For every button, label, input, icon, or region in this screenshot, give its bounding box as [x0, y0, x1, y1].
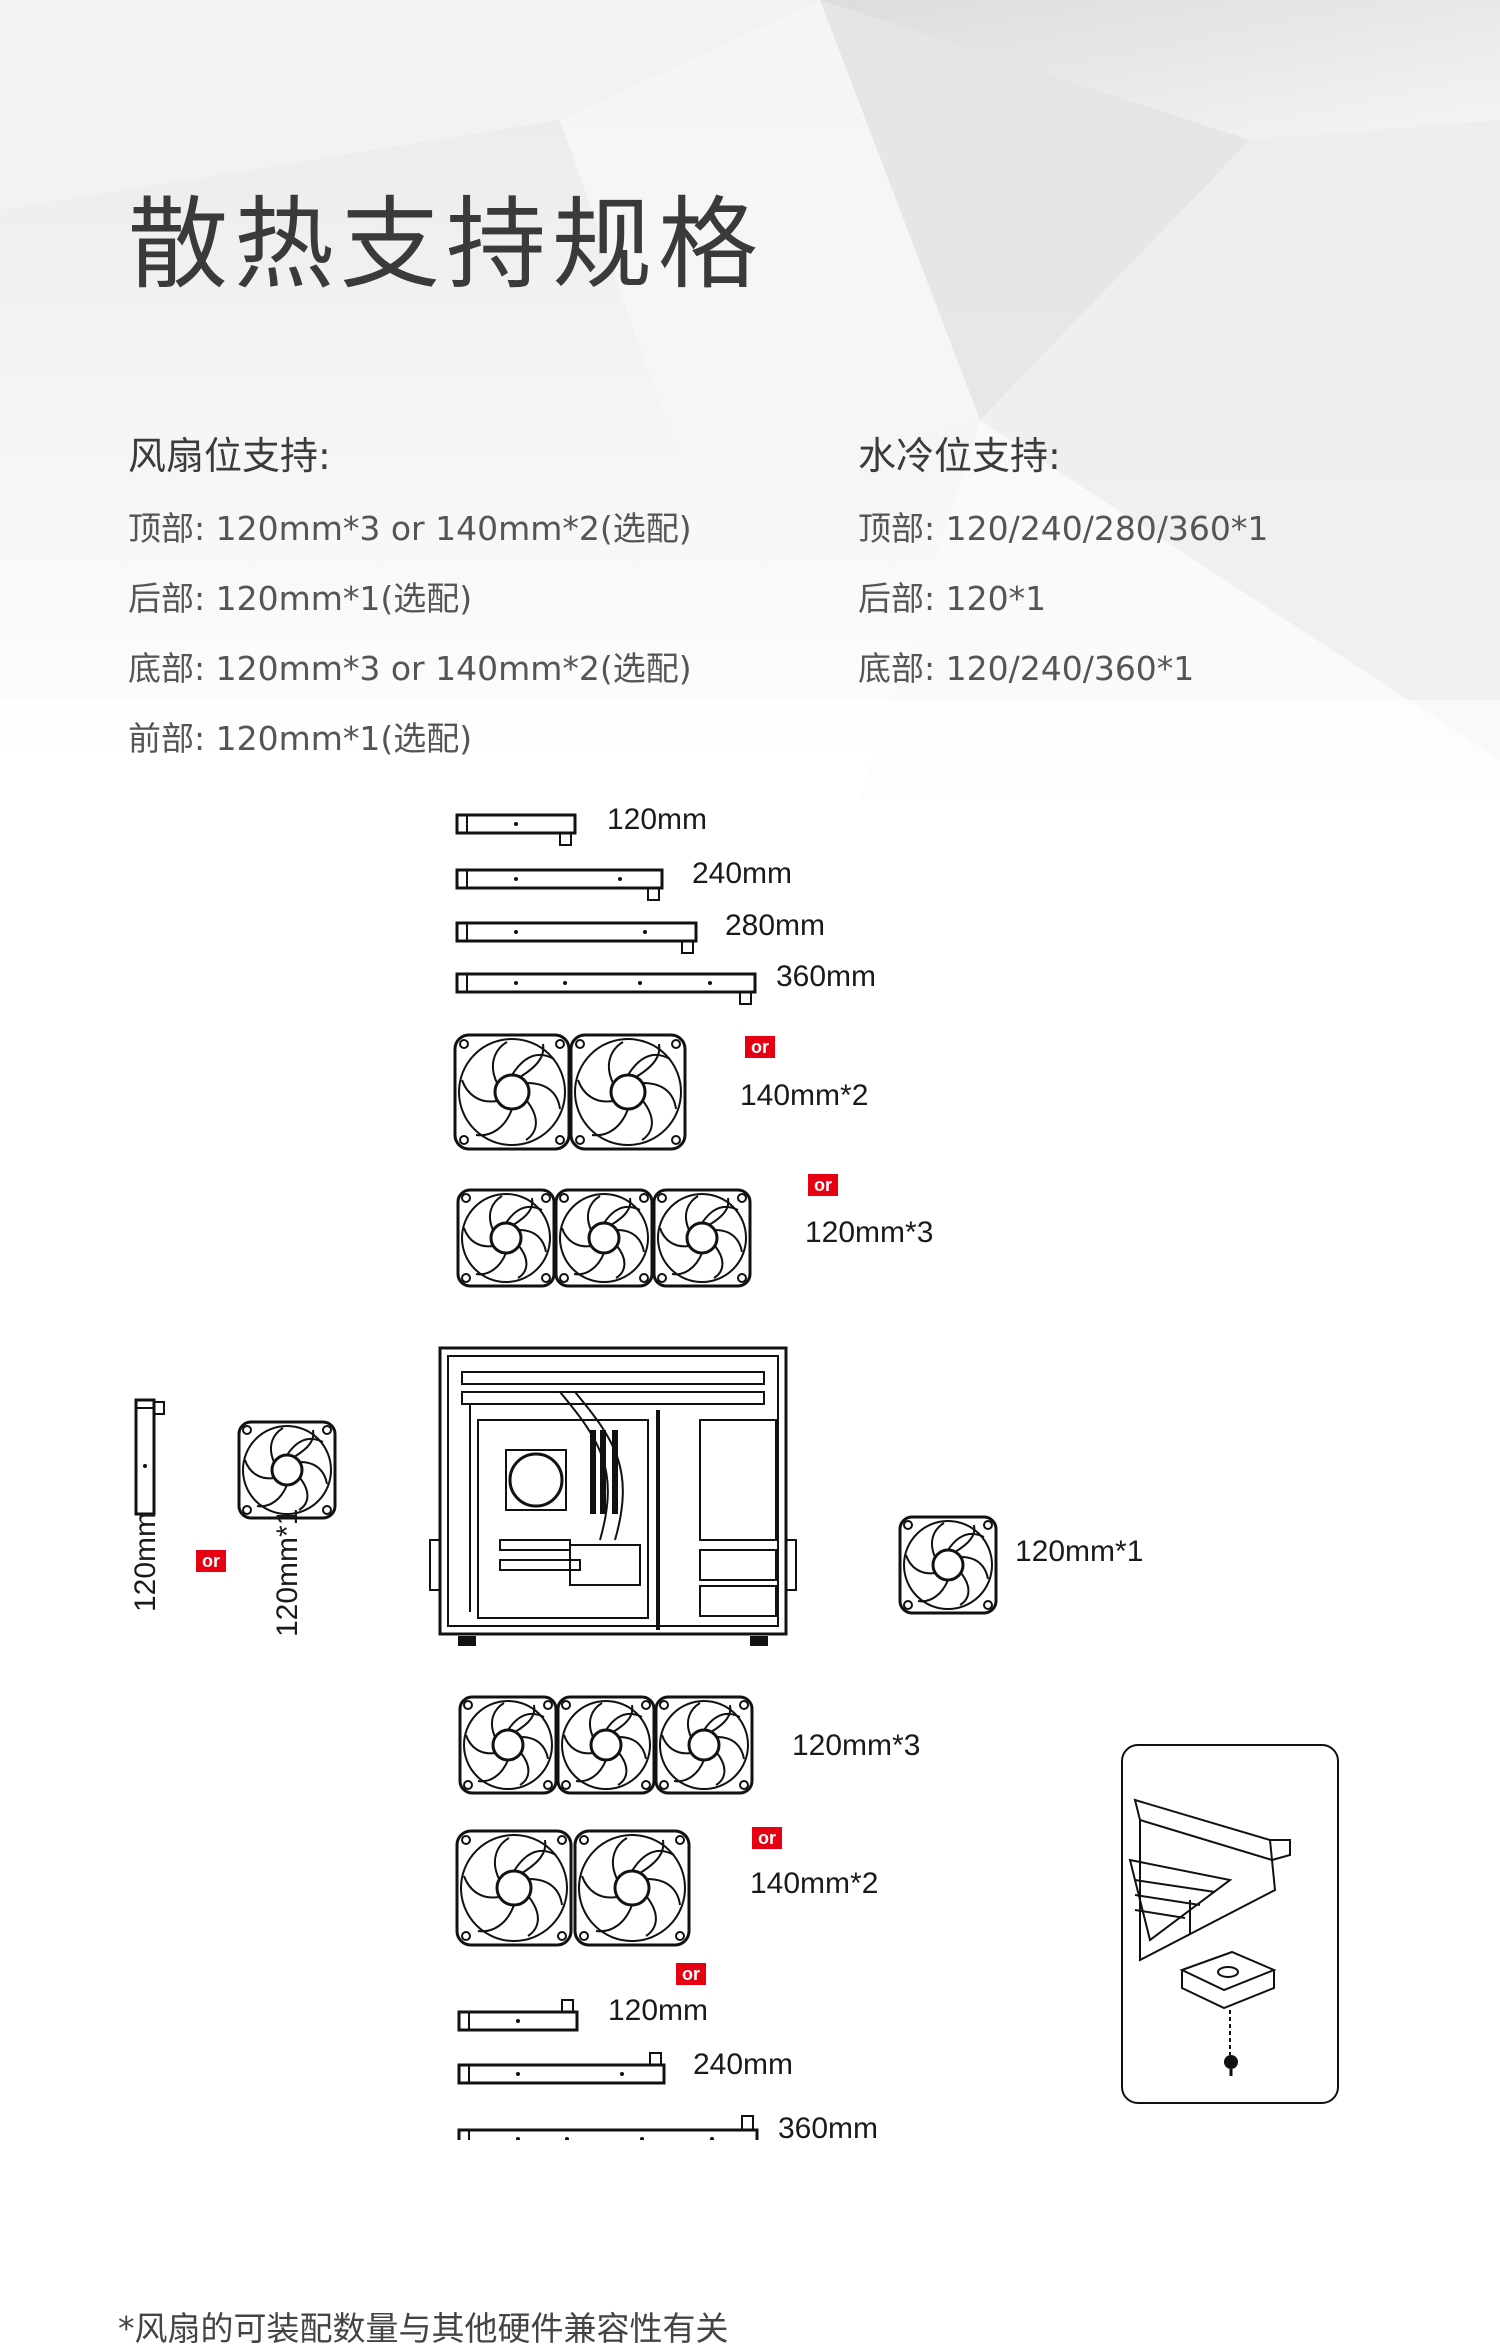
front-fan-label: 120mm*1 [271, 1508, 304, 1637]
front-radiator-label: 120mm [129, 1511, 162, 1613]
water-cooling-support-section: 水冷位支持: 顶部: 120/240/280/360*1 后部: 120*1 底… [858, 425, 1268, 690]
bottom-fans-120-label: 120mm*3 [792, 1729, 921, 1762]
case-side-view [429, 1346, 797, 1646]
or-badge: or [752, 1827, 782, 1849]
rear-fan-120 [898, 1515, 998, 1615]
top-radiator-240 [455, 868, 664, 901]
fan-support-heading: 风扇位支持: [128, 434, 331, 478]
or-badge: or [808, 1174, 838, 1196]
bottom-fans-120 [458, 1695, 754, 1795]
fan-support-line: 底部: 120mm*3 or 140mm*2(选配) [128, 649, 692, 688]
fan-support-section: 风扇位支持: 顶部: 120mm*3 or 140mm*2(选配) 后部: 12… [128, 425, 692, 760]
footnote: *风扇的可装配数量与其他硬件兼容性有关 [118, 2309, 729, 2348]
top-radiator-280 [455, 921, 698, 954]
top-radiator-360-label: 360mm [776, 960, 877, 993]
water-support-heading: 水冷位支持: [858, 434, 1061, 478]
or-badge: or [676, 1963, 706, 1985]
bottom-radiator-360 [457, 2115, 759, 2140]
top-fans-140 [453, 1033, 687, 1151]
front-radiator-120 [134, 1398, 165, 1516]
foot-detail-inset [1121, 1744, 1339, 2104]
water-support-line: 底部: 120/240/360*1 [858, 649, 1195, 688]
top-radiator-120-label: 120mm [607, 803, 708, 836]
bottom-radiator-360-label: 360mm [778, 2112, 879, 2145]
top-radiator-120 [455, 813, 577, 846]
top-fans-140-label: 140mm*2 [740, 1079, 869, 1112]
top-radiator-360 [455, 972, 757, 1005]
bottom-radiator-240-label: 240mm [693, 2048, 794, 2081]
fan-support-line: 前部: 120mm*1(选配) [128, 719, 473, 758]
top-fans-120 [456, 1188, 752, 1288]
top-radiator-280-label: 280mm [725, 909, 826, 942]
bottom-radiator-240 [457, 2052, 666, 2085]
or-badge: or [196, 1550, 226, 1572]
installation-diagram [134, 813, 1339, 2140]
rear-fan-label: 120mm*1 [1015, 1535, 1144, 1568]
top-radiator-240-label: 240mm [692, 857, 793, 890]
water-support-line: 顶部: 120/240/280/360*1 [858, 509, 1269, 548]
page-title: 散热支持规格 [128, 186, 764, 303]
top-fans-120-label: 120mm*3 [805, 1216, 934, 1249]
bottom-radiator-120-label: 120mm [608, 1994, 709, 2027]
or-badge: or [745, 1036, 775, 1058]
fan-support-line: 顶部: 120mm*3 or 140mm*2(选配) [128, 509, 692, 548]
bottom-fans-140 [455, 1829, 691, 1947]
bottom-fans-140-label: 140mm*2 [750, 1867, 879, 1900]
background-pattern [0, 0, 1500, 800]
water-support-line: 后部: 120*1 [858, 579, 1047, 618]
fan-support-line: 后部: 120mm*1(选配) [128, 579, 473, 618]
front-fan-120 [237, 1420, 337, 1520]
bottom-radiator-120 [457, 1999, 579, 2032]
